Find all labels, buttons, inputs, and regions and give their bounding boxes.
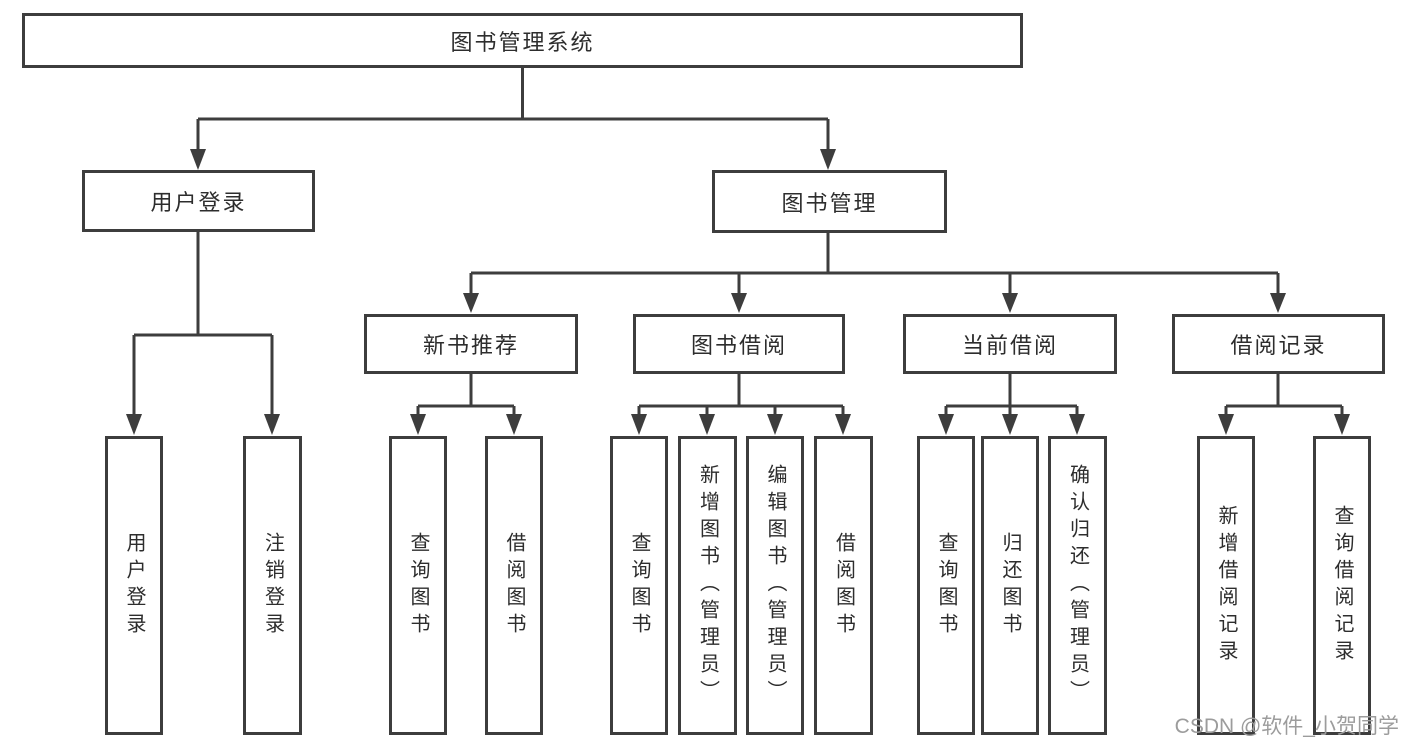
node-label: 借阅记录 — [1230, 333, 1327, 358]
node-book-borrowing: 图书借阅 — [633, 314, 845, 374]
node-borrowing-records: 借阅记录 — [1172, 314, 1385, 374]
csdn-watermark: CSDN @软件_小贺同学 — [1174, 715, 1399, 738]
node-library-management-system: 图书管理系统 — [22, 13, 1023, 68]
leaf-label: 新增借阅记录 — [1215, 504, 1237, 667]
leaf-label: 注销登录 — [261, 531, 284, 640]
leaf-logout: 注销登录 — [243, 436, 302, 735]
leaf-label: 用户登录 — [123, 531, 145, 640]
node-label: 新书推荐 — [422, 333, 519, 358]
leaf-confirm-return-admin: 确认归还（管理员） — [1048, 436, 1107, 735]
leaf-label: 查询借阅记录 — [1331, 504, 1353, 667]
leaf-borrow-book-recommend: 借阅图书 — [485, 436, 543, 735]
leaf-edit-book-admin: 编辑图书（管理员） — [746, 436, 804, 735]
leaf-query-book-current: 查询图书 — [917, 436, 975, 735]
leaf-label: 查询图书 — [935, 531, 957, 640]
leaf-label: 确认归还（管理员） — [1066, 464, 1089, 707]
node-label: 用户登录 — [150, 190, 247, 215]
leaf-label: 归还图书 — [999, 531, 1021, 640]
node-current-borrowing: 当前借阅 — [903, 314, 1117, 374]
node-new-book-recommendation: 新书推荐 — [364, 314, 578, 374]
node-book-management: 图书管理 — [712, 170, 947, 233]
leaf-query-book-borrowing: 查询图书 — [610, 436, 668, 735]
leaf-return-book: 归还图书 — [981, 436, 1039, 735]
leaf-add-book-admin: 新增图书（管理员） — [678, 436, 737, 735]
leaf-query-borrow-record: 查询借阅记录 — [1313, 436, 1371, 735]
leaf-label: 查询图书 — [407, 531, 429, 640]
leaf-borrow-book: 借阅图书 — [814, 436, 873, 735]
arrowhead-icons — [126, 149, 1350, 435]
leaf-label: 编辑图书（管理员） — [764, 464, 786, 707]
leaf-user-login: 用户登录 — [105, 436, 163, 735]
leaf-add-borrow-record: 新增借阅记录 — [1197, 436, 1255, 735]
leaf-label: 借阅图书 — [503, 531, 525, 640]
leaf-query-book-recommend: 查询图书 — [389, 436, 447, 735]
node-label: 当前借阅 — [961, 333, 1058, 358]
node-label: 图书管理系统 — [450, 29, 595, 55]
leaf-label: 新增图书（管理员） — [696, 464, 719, 707]
leaf-label: 查询图书 — [628, 531, 650, 640]
node-user-login: 用户登录 — [82, 170, 315, 232]
node-label: 图书管理 — [781, 190, 878, 216]
node-label: 图书借阅 — [690, 333, 787, 358]
leaf-label: 借阅图书 — [832, 531, 855, 640]
